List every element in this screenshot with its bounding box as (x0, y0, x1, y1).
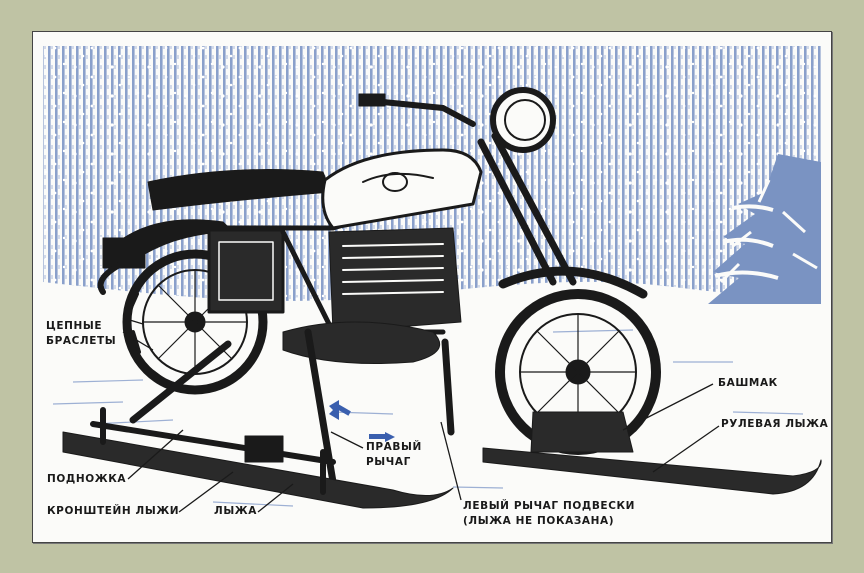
label-left-suspension-lever: ЛЕВЫЙ РЫЧАГ ПОДВЕСКИ (ЛЫЖА НЕ ПОКАЗАНА) (463, 499, 635, 529)
label-right-lever: ПРАВЫЙ РЫЧАГ (366, 440, 422, 470)
label-chain-bracelets-line1: ЦЕПНЫЕ (46, 320, 103, 332)
motorcycle-icon (62, 87, 822, 509)
label-steering-ski: РУЛЕВАЯ ЛЫЖА (721, 418, 829, 430)
label-chain-bracelets-line2: БРАСЛЕТЫ (46, 335, 117, 347)
illustration-frame: ЦЕПНЫЕ БРАСЛЕТЫ ПОДНОЖКА КРОНШТЕЙН ЛЫЖИ … (32, 31, 832, 543)
fir-tree-icon (708, 154, 821, 304)
label-shoe: БАШМАК (718, 377, 778, 389)
label-ski: ЛЫЖА (214, 505, 257, 517)
label-left-lever-line1: ЛЕВЫЙ РЫЧАГ ПОДВЕСКИ (463, 500, 636, 512)
label-left-lever-line2: (ЛЫЖА НЕ ПОКАЗАНА) (463, 515, 615, 527)
label-right-lever-line2: РЫЧАГ (366, 456, 411, 468)
label-footrest: ПОДНОЖКА (47, 473, 127, 485)
label-chain-bracelets: ЦЕПНЫЕ БРАСЛЕТЫ (46, 319, 116, 349)
motorcycle-illustration (43, 46, 822, 532)
arrow-right-icon (385, 432, 395, 442)
direction-arrows (329, 400, 395, 442)
label-ski-bracket: КРОНШТЕЙН ЛЫЖИ (47, 505, 180, 517)
arrow-left-icon (329, 400, 339, 420)
leader-lines (122, 317, 720, 513)
label-right-lever-line1: ПРАВЫЙ (366, 441, 422, 453)
